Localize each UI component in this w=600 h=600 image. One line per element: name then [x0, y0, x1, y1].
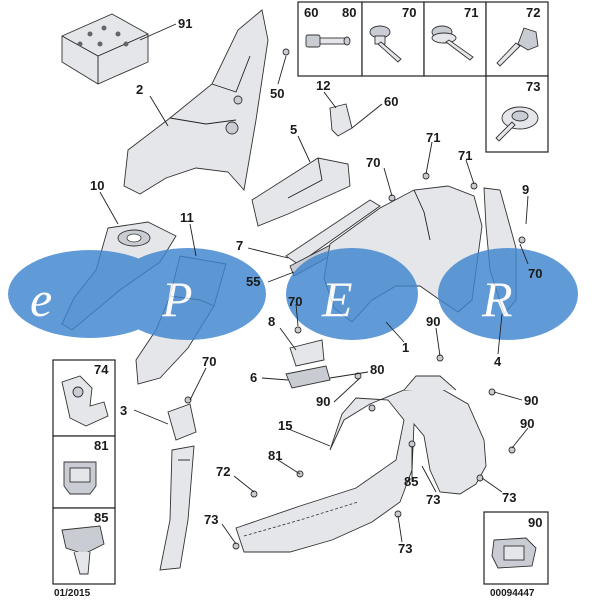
callout-5: 5 [290, 122, 297, 137]
callout-70-watermark-left: 70 [288, 294, 302, 309]
box-label-60: 60 [304, 5, 318, 20]
clip-81-icon [63, 461, 97, 495]
callout-3: 3 [120, 403, 127, 418]
callout-70-watermark-right: 70 [528, 266, 542, 281]
callout-71-left: 71 [426, 130, 440, 145]
washer-bolt-icon [495, 106, 539, 142]
callout-70-top: 70 [366, 155, 380, 170]
callout-9: 9 [522, 182, 529, 197]
watermark-letter-e: e [30, 271, 52, 327]
callout-11: 11 [180, 210, 194, 225]
watermark: e P E R [8, 248, 578, 340]
inset-label-90: 90 [528, 515, 542, 530]
callout-81: 81 [268, 448, 282, 463]
box-label-71: 71 [464, 5, 478, 20]
part-91-block [61, 13, 149, 85]
clip-74-icon [61, 375, 109, 427]
box-label-70: 70 [402, 5, 416, 20]
inset-label-85: 85 [94, 510, 108, 525]
callout-12: 12 [316, 78, 330, 93]
flange-screw-icon [369, 25, 402, 63]
callout-10: 10 [90, 178, 104, 193]
callout-7: 7 [236, 238, 243, 253]
callout-2: 2 [136, 82, 143, 97]
leader-lines [99, 23, 529, 545]
inset-box-group-left: 74 81 85 [52, 359, 116, 585]
footer-ref: 00094447 [490, 588, 535, 599]
part-12-clip [329, 103, 353, 137]
box-label-73: 73 [526, 79, 540, 94]
callout-70-mount: 70 [202, 354, 216, 369]
rivet-icon [305, 34, 351, 48]
callout-90-center: 90 [316, 394, 330, 409]
callout-90-right-upper: 90 [524, 393, 538, 408]
watermark-letter-p: P [161, 271, 193, 327]
washer-screw-icon [431, 25, 474, 61]
callout-15: 15 [278, 418, 292, 433]
fastener-box-72 [485, 1, 549, 77]
watermark-letter-r: R [481, 271, 513, 327]
watermark-ellipse-r [438, 248, 578, 340]
hex-screw-icon [496, 27, 539, 67]
callout-73-bottom: 73 [398, 541, 412, 556]
inset-label-74: 74 [94, 362, 109, 377]
callout-80: 80 [370, 362, 384, 377]
watermark-letter-E: E [321, 271, 353, 327]
callout-90-fender: 90 [426, 314, 440, 329]
callout-60: 60 [384, 94, 398, 109]
callout-55: 55 [246, 274, 260, 289]
part-2-pillar [123, 9, 269, 195]
callouts: 91 2 50 12 60 5 70 71 71 9 10 11 7 55 70… [90, 16, 542, 556]
callout-6: 6 [250, 370, 257, 385]
callout-71-right: 71 [458, 148, 472, 163]
clip-90-icon [491, 537, 537, 569]
inset-label-81: 81 [94, 438, 108, 453]
watermark-ellipse-p [110, 248, 266, 340]
callout-4: 4 [494, 354, 502, 369]
callout-73-right: 73 [502, 490, 516, 505]
fastener-dots [184, 48, 526, 550]
clip-85-icon [61, 525, 105, 575]
box-label-80: 80 [342, 5, 356, 20]
box-label-72: 72 [526, 5, 540, 20]
part-3-mount [159, 403, 197, 571]
callout-90-right-lower: 90 [520, 416, 534, 431]
fastener-box-70 [361, 1, 425, 77]
footer-date: 01/2015 [54, 588, 91, 599]
part-5-bracket [251, 157, 351, 227]
callout-73-left: 73 [204, 512, 218, 527]
callout-85: 85 [404, 474, 418, 489]
callout-8: 8 [268, 314, 275, 329]
fastener-box-group: 60 80 70 71 72 73 [297, 1, 549, 153]
callout-72: 72 [216, 464, 230, 479]
watermark-ellipse-e2 [286, 248, 418, 340]
callout-1: 1 [402, 340, 409, 355]
callout-50: 50 [270, 86, 284, 101]
callout-73-center: 73 [426, 492, 440, 507]
inset-box-group-right: 90 [483, 511, 549, 585]
part-15-arch-liner [235, 375, 487, 553]
callout-91: 91 [178, 16, 192, 31]
part-8-bracket [285, 339, 331, 389]
